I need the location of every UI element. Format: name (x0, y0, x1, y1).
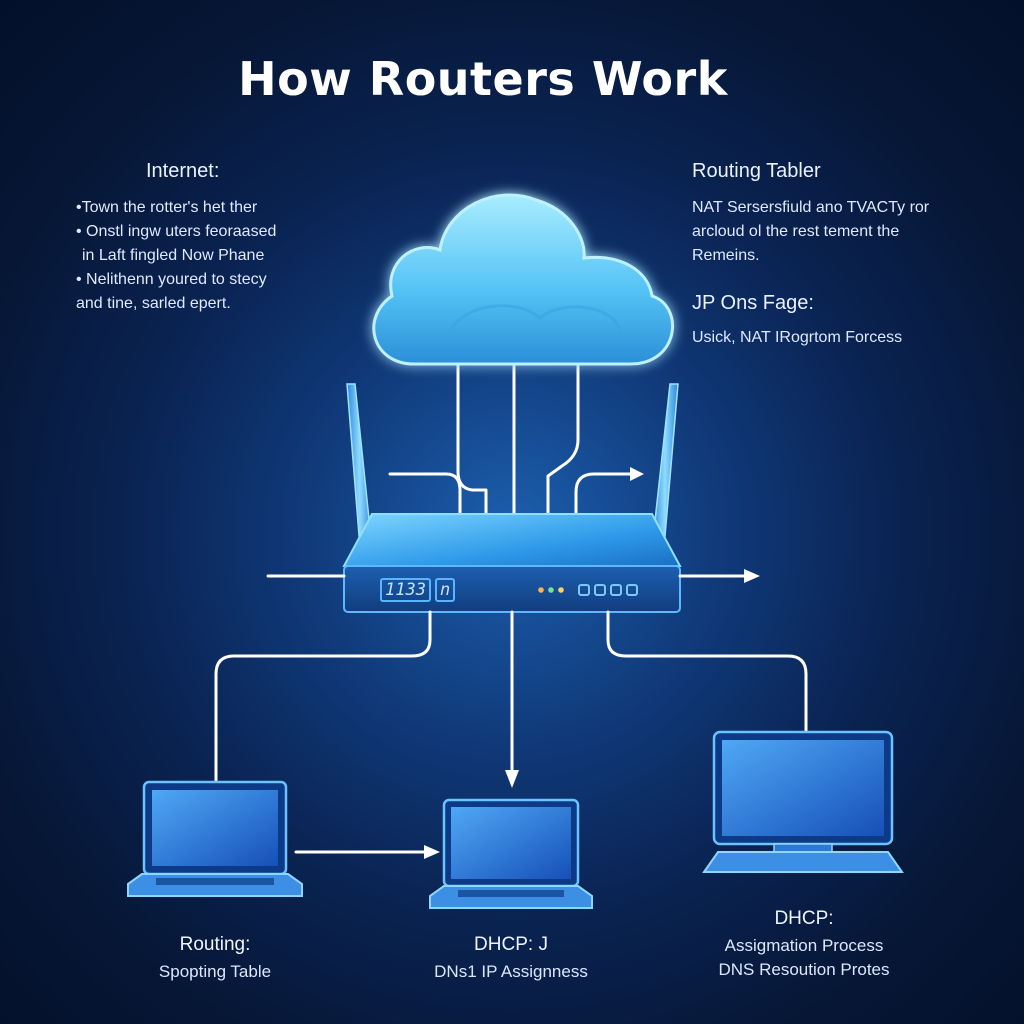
device-connectors (214, 610, 808, 854)
device-title: DHCP: (774, 908, 834, 929)
left-line: • Onstl ingw uters feoraased (76, 223, 277, 240)
antenna-icon (346, 383, 679, 549)
monitor-icon (702, 730, 904, 873)
right-panel-body-2: Usick, NAT IRogrtom Forcess (692, 326, 902, 350)
router-display: 1133 n (380, 578, 456, 602)
device-title: DHCP: J (474, 934, 548, 955)
device-title: Routing: (179, 934, 251, 955)
right-line: Remeins. (692, 247, 760, 264)
laptop-icon (429, 798, 593, 909)
page-title: How Routers Work (0, 52, 966, 106)
laptop-icon (127, 780, 303, 897)
arrow-icon (630, 467, 644, 481)
ip-heading: JP Ons Fage: (692, 292, 814, 314)
right-line: arcloud ol the rest tement the (692, 223, 900, 240)
device-subtitle: DNS Resoution Protes (718, 960, 890, 979)
left-line: and tine, sarled epert. (76, 295, 231, 312)
internet-heading: Internet: (146, 160, 220, 182)
title-text: How Routers Work (238, 52, 728, 106)
left-panel-body: •Town the rotter's het ther • Onstl ingw… (76, 196, 276, 316)
left-panel-heading: Internet: (146, 160, 219, 183)
device-label-left: Routing: Spopting Table (110, 934, 320, 984)
right-panel-heading: Routing Tabler (692, 160, 821, 183)
cloud-icon (372, 193, 675, 366)
routing-table-heading: Routing Tabler (692, 160, 821, 182)
right-line: NAT Sersersfiuld ano TVACTy ror (692, 199, 930, 216)
right-line: Usick, NAT IRogrtom Forcess (692, 329, 903, 346)
cloud-connectors (388, 358, 634, 517)
router-display-glyph: n (434, 578, 456, 602)
device-label-center: DHCP: J DNs1 IP Assignness (396, 934, 626, 984)
left-line: in Laft fingled Now Phane (82, 247, 265, 264)
arrow-icon (744, 569, 760, 583)
right-panel-heading-2: JP Ons Fage: (692, 292, 814, 315)
device-subtitle: Assigmation Process (724, 936, 884, 955)
device-subtitle: Spopting Table (158, 962, 272, 981)
left-line: • Nelithenn youred to stecy (76, 271, 267, 288)
device-subtitle: DNs1 IP Assignness (434, 962, 588, 981)
right-panel-body: NAT Sersersfiuld ano TVACTy ror arcloud … (692, 196, 929, 268)
left-line: •Town the rotter's het ther (76, 199, 258, 216)
arrow-icon (424, 770, 519, 859)
device-label-right: DHCP: Assigmation Process DNS Resoution … (692, 908, 916, 982)
router-display-digits: 1133 (380, 578, 431, 602)
